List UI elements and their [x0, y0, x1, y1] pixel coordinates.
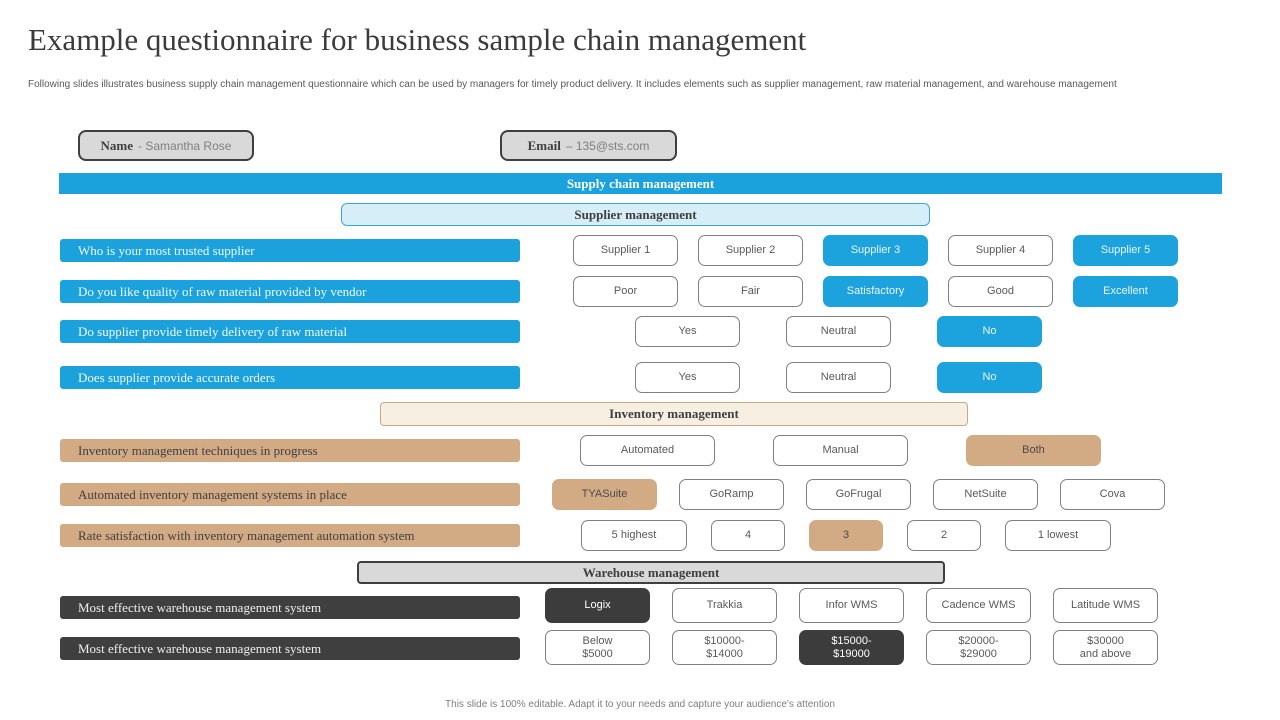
question-label: Do you like quality of raw material prov…: [60, 280, 520, 303]
name-field[interactable]: Name - Samantha Rose: [78, 130, 254, 161]
option-group: Below$5000 $10000-$14000 $15000-$19000 $…: [545, 630, 1158, 665]
question-label: Inventory management techniques in progr…: [60, 439, 520, 462]
option-button[interactable]: $20000-$29000: [926, 630, 1031, 665]
option-group: Logix Trakkia Infor WMS Cadence WMS Lati…: [545, 588, 1158, 623]
option-button[interactable]: 4: [711, 520, 785, 551]
option-button[interactable]: No: [937, 362, 1042, 393]
page-title: Example questionnaire for business sampl…: [28, 22, 807, 57]
name-value: - Samantha Rose: [138, 138, 232, 153]
option-button[interactable]: NetSuite: [933, 479, 1038, 510]
question-label: Most effective warehouse management syst…: [60, 596, 520, 619]
option-button[interactable]: Good: [948, 276, 1053, 307]
option-button[interactable]: Supplier 3: [823, 235, 928, 266]
option-button[interactable]: GoFrugal: [806, 479, 911, 510]
option-group: Automated Manual Both: [580, 435, 1101, 466]
option-button[interactable]: Cadence WMS: [926, 588, 1031, 623]
option-group: 5 highest 4 3 2 1 lowest: [581, 520, 1111, 551]
question-label: Does supplier provide accurate orders: [60, 366, 520, 389]
option-button[interactable]: Poor: [573, 276, 678, 307]
option-button[interactable]: Neutral: [786, 362, 891, 393]
option-button[interactable]: 5 highest: [581, 520, 687, 551]
section-supplier-management: Supplier management: [341, 203, 930, 226]
option-button[interactable]: $10000-$14000: [672, 630, 777, 665]
option-button[interactable]: Automated: [580, 435, 715, 466]
option-group: Yes Neutral No: [635, 362, 1042, 393]
option-button[interactable]: Supplier 4: [948, 235, 1053, 266]
option-button[interactable]: Yes: [635, 316, 740, 347]
option-button[interactable]: GoRamp: [679, 479, 784, 510]
option-button[interactable]: Fair: [698, 276, 803, 307]
option-button[interactable]: $15000-$19000: [799, 630, 904, 665]
option-button[interactable]: 1 lowest: [1005, 520, 1111, 551]
option-button[interactable]: Below$5000: [545, 630, 650, 665]
section-warehouse-management: Warehouse management: [357, 561, 945, 584]
option-group: Supplier 1 Supplier 2 Supplier 3 Supplie…: [573, 235, 1178, 266]
question-label: Who is your most trusted supplier: [60, 239, 520, 262]
option-group: TYASuite GoRamp GoFrugal NetSuite Cova: [552, 479, 1165, 510]
option-button[interactable]: Logix: [545, 588, 650, 623]
option-button[interactable]: 2: [907, 520, 981, 551]
option-button[interactable]: Both: [966, 435, 1101, 466]
slide-footer-note: This slide is 100% editable. Adapt it to…: [445, 699, 835, 710]
option-button[interactable]: Infor WMS: [799, 588, 904, 623]
question-label: Most effective warehouse management syst…: [60, 637, 520, 660]
question-label: Rate satisfaction with inventory managem…: [60, 524, 520, 547]
option-button[interactable]: Neutral: [786, 316, 891, 347]
section-inventory-management: Inventory management: [380, 402, 968, 426]
option-button[interactable]: Latitude WMS: [1053, 588, 1158, 623]
option-button[interactable]: Supplier 5: [1073, 235, 1178, 266]
option-button[interactable]: TYASuite: [552, 479, 657, 510]
option-button[interactable]: No: [937, 316, 1042, 347]
section-supply-chain-management: Supply chain management: [59, 173, 1222, 194]
question-label: Automated inventory management systems i…: [60, 483, 520, 506]
option-button[interactable]: 3: [809, 520, 883, 551]
email-label: Email: [527, 137, 561, 153]
option-button[interactable]: Supplier 2: [698, 235, 803, 266]
option-button[interactable]: Supplier 1: [573, 235, 678, 266]
option-button[interactable]: Manual: [773, 435, 908, 466]
option-button[interactable]: Excellent: [1073, 276, 1178, 307]
slide-subtitle: Following slides illustrates business su…: [28, 79, 1117, 90]
question-label: Do supplier provide timely delivery of r…: [60, 320, 520, 343]
name-label: Name: [100, 137, 134, 153]
option-button[interactable]: Satisfactory: [823, 276, 928, 307]
option-button[interactable]: Yes: [635, 362, 740, 393]
option-group: Yes Neutral No: [635, 316, 1042, 347]
option-button[interactable]: Trakkia: [672, 588, 777, 623]
option-group: Poor Fair Satisfactory Good Excellent: [573, 276, 1178, 307]
email-field[interactable]: Email – 135@sts.com: [500, 130, 677, 161]
option-button[interactable]: Cova: [1060, 479, 1165, 510]
email-value: – 135@sts.com: [565, 138, 650, 153]
